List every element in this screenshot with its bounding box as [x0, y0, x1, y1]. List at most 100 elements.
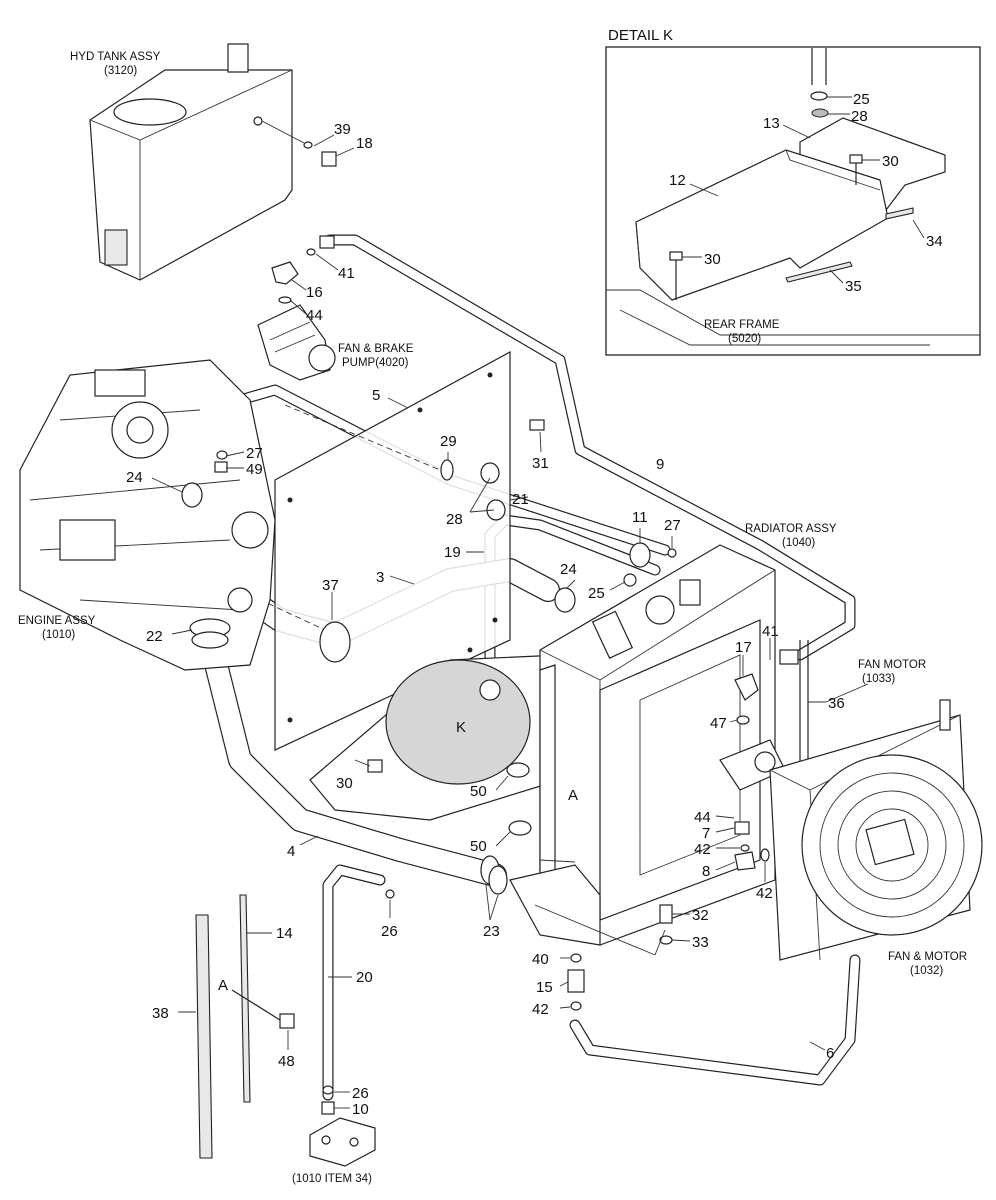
callout-6: 6: [826, 1045, 834, 1062]
fan-and-motor-assembly: [769, 699, 983, 961]
fan-and-motor-label-2: (1032): [910, 965, 943, 977]
hyd-tank-filler-cap: [227, 43, 249, 73]
fitting-7: [734, 821, 750, 835]
callout-32: 32: [692, 907, 709, 924]
detail-k-callout-35: 35: [845, 278, 862, 295]
hyd-tank-lid: [113, 98, 187, 126]
radiator-assembly: [509, 544, 786, 946]
callout-11: 11: [632, 509, 648, 526]
o-ring-47: [736, 715, 750, 725]
callout-41: 41: [338, 265, 355, 282]
detail-k-hose: [811, 48, 827, 85]
callout-25: 25: [588, 585, 605, 602]
callout-18: 18: [356, 135, 373, 152]
clamp-22-lower: [191, 631, 229, 649]
callout-21: 21: [512, 491, 529, 508]
clamp-25: [623, 573, 637, 587]
callout-33: 33: [692, 934, 709, 951]
fitting-10: [321, 1101, 335, 1115]
grommet-11: [629, 542, 651, 568]
grommet-28-upper: [480, 462, 500, 484]
fitting-15: [567, 969, 585, 993]
callout-24-right: 24: [560, 561, 577, 578]
radiator-side-bracket: [539, 664, 556, 901]
washer-26-lower: [322, 1085, 334, 1095]
callout-39: 39: [334, 121, 351, 138]
detail-k-callout-28: 28: [851, 108, 868, 125]
detail-k-rear-frame-edge-2: [619, 309, 930, 346]
detail-k-callout-30-upper: 30: [882, 153, 899, 170]
callout-42-b: 42: [756, 885, 773, 902]
radiator-foot: [509, 864, 601, 946]
engine-label-1: ENGINE ASSY: [18, 615, 96, 627]
callout-28: 28: [446, 511, 463, 528]
callout-36: 36: [828, 695, 845, 712]
callout-leaders: [151, 134, 869, 1109]
detail-k-leaders: [682, 96, 925, 284]
plug-18: [321, 151, 337, 167]
hyd-tank-sight-gauge: [104, 229, 128, 266]
mount-25-28: [479, 679, 501, 701]
detail-k-inset: DETAIL K: [605, 27, 981, 356]
callout-48: 48: [278, 1053, 295, 1070]
detail-k-callout-13: 13: [763, 115, 780, 132]
bolt-31: [529, 419, 545, 431]
clamp-24-left: [181, 482, 203, 508]
o-ring-42-a: [740, 844, 750, 852]
washer-27-left: [216, 450, 228, 460]
detail-k-rear-frame-label-2: (5020): [728, 333, 761, 345]
engine-item-34-block: [309, 1117, 376, 1167]
hyd-tank-assembly: [89, 43, 305, 281]
elbow-17: [734, 673, 759, 701]
hyd-tank-label-1: HYD TANK ASSY: [70, 51, 161, 63]
engine-block-detail: [59, 519, 116, 561]
detail-k-bolt-30-lower: [669, 251, 683, 300]
engine-item-label: (1010 ITEM 34): [292, 1173, 372, 1185]
callout-10: 10: [352, 1101, 369, 1118]
pump-label-1: FAN & BRAKE: [338, 343, 414, 355]
detail-k-clamp-25: [810, 91, 828, 101]
detail-k-strip-34: [885, 207, 914, 220]
engine-pulley: [231, 511, 269, 549]
detail-k-callout-30-lower: 30: [704, 251, 721, 268]
callout-5: 5: [372, 387, 380, 404]
detail-k-rear-frame-label-1: REAR FRAME: [704, 319, 780, 331]
marker-a-upper: A: [568, 787, 578, 804]
fitting-hose-9-radiator: [779, 649, 799, 665]
detail-k-plate-12-edge: [635, 149, 881, 269]
callout-8: 8: [702, 863, 710, 880]
strip-38: [195, 914, 213, 1159]
callout-27-right: 27: [664, 517, 681, 534]
hyd-tank-edges: [89, 69, 293, 280]
fan-motor-label-2: (1033): [862, 673, 895, 685]
detail-k-bolt-30-upper: [849, 154, 863, 185]
callout-3: 3: [376, 569, 384, 586]
o-ring-41: [306, 248, 316, 256]
clamp-23-b: [488, 865, 508, 895]
clamp-50-lower: [508, 820, 532, 836]
marker-a-lower: A: [218, 977, 228, 994]
callout-47: 47: [710, 715, 727, 732]
callout-50-lower: 50: [470, 838, 487, 855]
radiator-tank: [591, 610, 634, 659]
callout-24-left: 24: [126, 469, 143, 486]
hidden-line-21: [284, 404, 441, 471]
detail-k-callout-34: 34: [926, 233, 943, 250]
detail-k-callout-25: 25: [853, 91, 870, 108]
bolt-32: [659, 904, 673, 924]
callout-38: 38: [152, 1005, 169, 1022]
grommet-28-lower: [486, 499, 506, 521]
o-ring-42-b: [760, 848, 770, 862]
clamp-24-right: [554, 587, 576, 613]
o-ring-39: [303, 141, 313, 149]
callout-31: 31: [532, 455, 549, 472]
washer-27-right: [667, 548, 677, 558]
callout-16: 16: [306, 284, 323, 301]
fitting-49: [214, 461, 228, 473]
callout-17: 17: [735, 639, 752, 656]
callout-37: 37: [322, 577, 339, 594]
marker-k: K: [456, 719, 466, 736]
fan-frame-bolt: [939, 699, 951, 731]
detail-k-seal-28: [811, 108, 829, 118]
